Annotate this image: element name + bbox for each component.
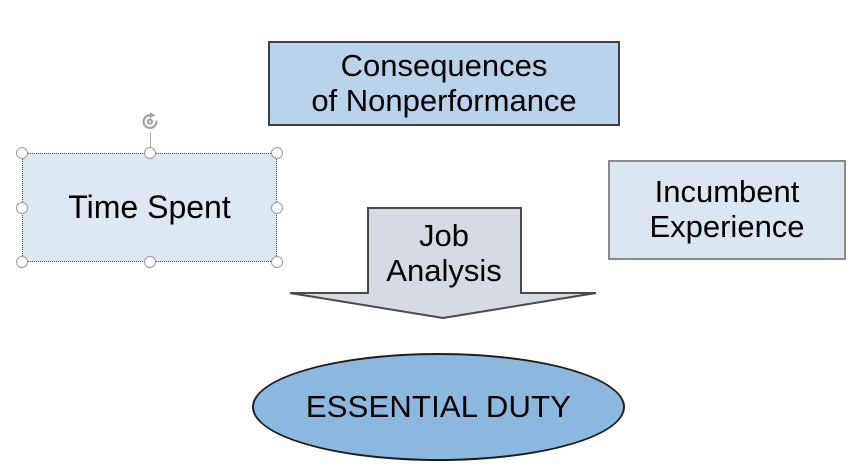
shape-incumbent-experience[interactable]: [608, 160, 846, 260]
handle-top-left[interactable]: [16, 147, 28, 159]
handle-bottom-right[interactable]: [271, 256, 283, 268]
down-arrow-icon: [289, 207, 597, 320]
rotation-handle-stem: [150, 132, 151, 154]
selection-frame: [22, 153, 277, 262]
handle-top-center[interactable]: [144, 147, 156, 159]
handle-bottom-left[interactable]: [16, 256, 28, 268]
shape-essential-duty[interactable]: [252, 353, 625, 461]
handle-top-right[interactable]: [271, 147, 283, 159]
shape-job-analysis-arrow[interactable]: [286, 204, 600, 322]
shape-consequences-of-nonperformance[interactable]: [268, 41, 620, 126]
shape-time-spent[interactable]: [22, 153, 277, 262]
rotate-arrow-icon: [142, 112, 158, 130]
handle-middle-left[interactable]: [16, 202, 28, 214]
handle-middle-right[interactable]: [271, 202, 283, 214]
handle-bottom-center[interactable]: [144, 256, 156, 268]
rotate-icon[interactable]: [138, 110, 162, 134]
